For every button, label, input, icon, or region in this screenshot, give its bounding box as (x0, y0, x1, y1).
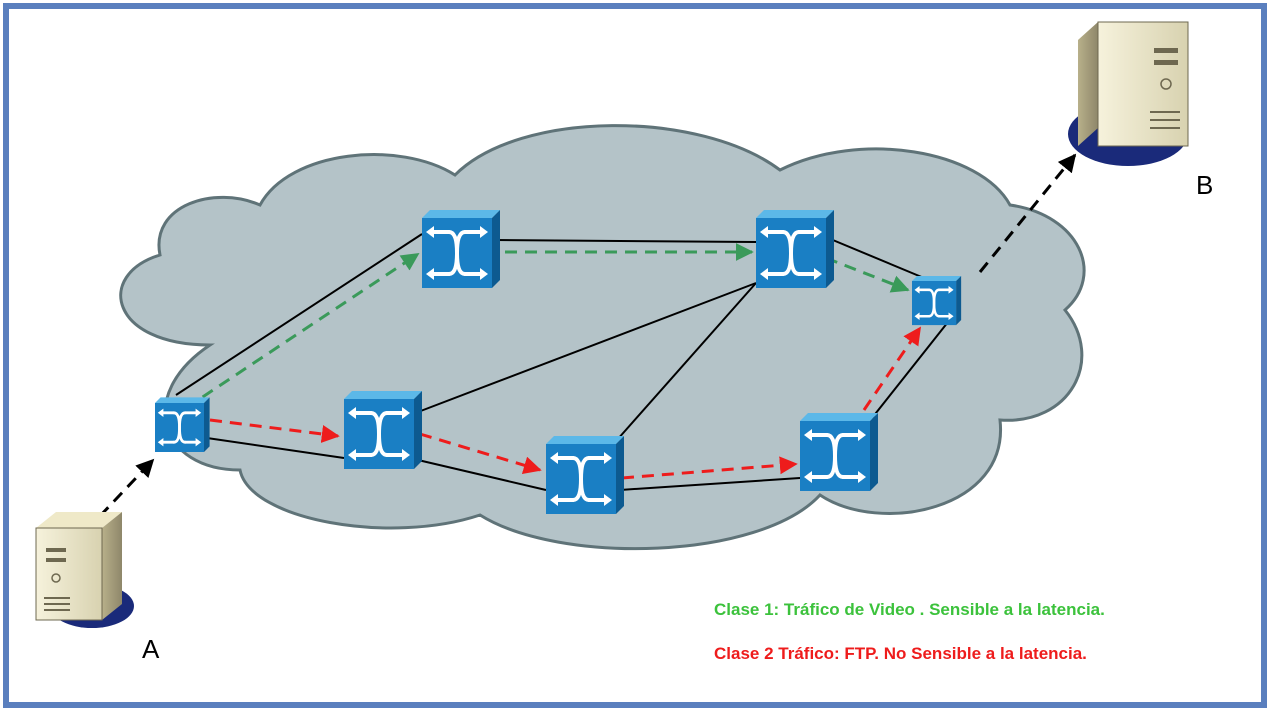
link-midleft-centerbottom (417, 459, 547, 491)
class1-segment-1 (185, 252, 420, 410)
switch-ingress (153, 395, 212, 454)
host-a-label: A (142, 634, 160, 664)
switch-mid-left (342, 389, 424, 471)
switch-top-left (420, 208, 502, 290)
server-a-icon (35, 512, 134, 628)
class2-segment-3 (621, 456, 798, 480)
host-b-link (978, 153, 1077, 273)
link-centerbottom-bottomright (619, 477, 801, 491)
class2-path (209, 326, 922, 480)
link-ingress-midleft (206, 437, 345, 459)
class2-segment-1 (209, 418, 340, 443)
legend-class2: Clase 2 Tráfico: FTP. No Sensible a la l… (714, 644, 1087, 663)
switch-bottom-right (798, 411, 880, 493)
link-ingress-topleft (175, 233, 423, 396)
link-centerbottom-topright (616, 282, 757, 441)
host-a-link (98, 458, 155, 518)
links (175, 233, 949, 491)
link-topright-egress (827, 237, 925, 279)
host-links (98, 153, 1077, 518)
class2-segment-2 (419, 432, 542, 474)
switch-center-bottom (544, 434, 626, 516)
link-topleft-topright (494, 239, 757, 243)
link-bottomright-egress (871, 321, 949, 419)
class1-path (185, 243, 910, 410)
server-b-icon (1068, 21, 1189, 166)
legend-class1: Clase 1: Tráfico de Video . Sensible a l… (714, 600, 1105, 619)
switch-top-right (754, 208, 836, 290)
link-midleft-topright (417, 282, 757, 413)
class1-segment-3 (825, 256, 910, 293)
switch-egress (910, 274, 963, 327)
class2-segment-4 (862, 326, 922, 411)
host-b-label: B (1196, 170, 1214, 200)
